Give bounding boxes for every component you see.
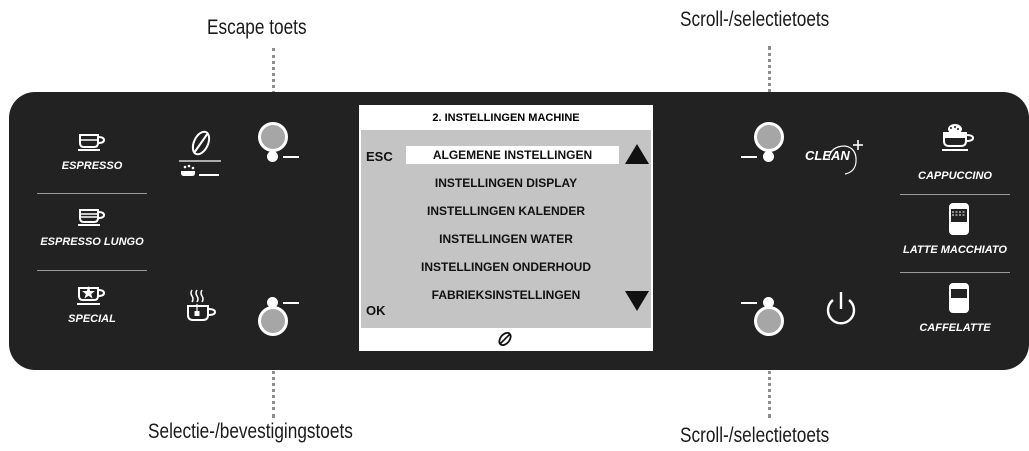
espresso-lungo-cup-icon <box>78 207 106 231</box>
screen-ok-label: OK <box>366 303 386 318</box>
special-label: SPECIAL <box>68 313 116 325</box>
menu-item[interactable]: FABRIEKSINSTELLINGEN <box>431 288 581 302</box>
clean-label: CLEAN <box>805 148 850 163</box>
escape-button-dash <box>283 156 299 158</box>
escape-button-indicator <box>267 151 278 162</box>
cappuccino-label: CAPPUCCINO <box>918 170 992 182</box>
scroll-down-dash <box>741 302 757 304</box>
left-separator-1 <box>37 193 147 194</box>
menu-item[interactable]: INSTELLINGEN KALENDER <box>426 204 585 218</box>
scroll-up-dash <box>741 156 757 158</box>
caffelatte-label: CAFFELATTE <box>919 322 991 334</box>
screen-esc-label: ESC <box>366 149 393 164</box>
scroll-up-arrow-icon <box>624 143 650 169</box>
confirm-button-indicator <box>267 297 278 308</box>
confirm-button-dash <box>283 302 299 304</box>
coffee-bean-status-icon <box>497 331 513 349</box>
screen-title: 2. INSTELLINGEN MACHINE <box>361 107 651 130</box>
confirm-button[interactable] <box>258 306 288 336</box>
menu-item[interactable]: INSTELLINGEN WATER <box>439 232 573 246</box>
espresso-cup-icon <box>78 132 106 156</box>
escape-key-callout: Escape toets <box>207 16 307 39</box>
confirm-leader-line <box>272 340 275 418</box>
scroll-key-top-callout: Scroll-/selectietoets <box>680 8 830 31</box>
clean-plus-icon <box>823 138 867 182</box>
scroll-key-bottom-callout: Scroll-/selectietoets <box>680 424 830 447</box>
right-separator-1 <box>900 194 1010 195</box>
special-star-cup-icon <box>77 282 107 310</box>
menu-item-selected[interactable]: ALGEMENE INSTELLINGEN <box>406 146 619 164</box>
screen-footer <box>361 328 651 349</box>
espresso-lungo-label: ESPRESSO LUNGO <box>40 236 144 248</box>
menu-item[interactable]: INSTELLINGEN ONDERHOUD <box>420 260 591 274</box>
coffee-bean-ground-icon <box>177 129 223 185</box>
left-separator-2 <box>37 270 147 271</box>
latte-macchiato-label: LATTE MACCHIATO <box>903 244 1007 256</box>
cappuccino-cup-icon <box>942 122 976 156</box>
scroll-top-leader-line <box>768 46 771 118</box>
scroll-bottom-leader-line <box>768 340 771 418</box>
escape-leader-line <box>272 48 275 118</box>
latte-macchiato-glass-icon <box>948 202 970 240</box>
escape-button[interactable] <box>258 122 288 152</box>
clean-button[interactable]: CLEAN <box>805 148 857 163</box>
confirm-key-callout: Selectie-/bevestigingstoets <box>148 420 353 443</box>
display-screen: 2. INSTELLINGEN MACHINE ESC OK ALGEMENE … <box>359 105 653 351</box>
hot-water-icon <box>184 288 220 332</box>
espresso-label: ESPRESSO <box>61 160 123 172</box>
caffelatte-glass-icon <box>948 282 970 318</box>
power-icon <box>826 292 856 325</box>
scroll-up-button[interactable] <box>754 122 784 152</box>
scroll-down-button[interactable] <box>754 306 784 336</box>
menu-item[interactable]: INSTELLINGEN DISPLAY <box>434 176 578 190</box>
scroll-down-indicator <box>763 297 774 308</box>
right-separator-2 <box>900 272 1010 273</box>
scroll-down-arrow-icon <box>624 290 650 316</box>
power-button[interactable] <box>823 290 859 332</box>
scroll-up-indicator <box>763 151 774 162</box>
